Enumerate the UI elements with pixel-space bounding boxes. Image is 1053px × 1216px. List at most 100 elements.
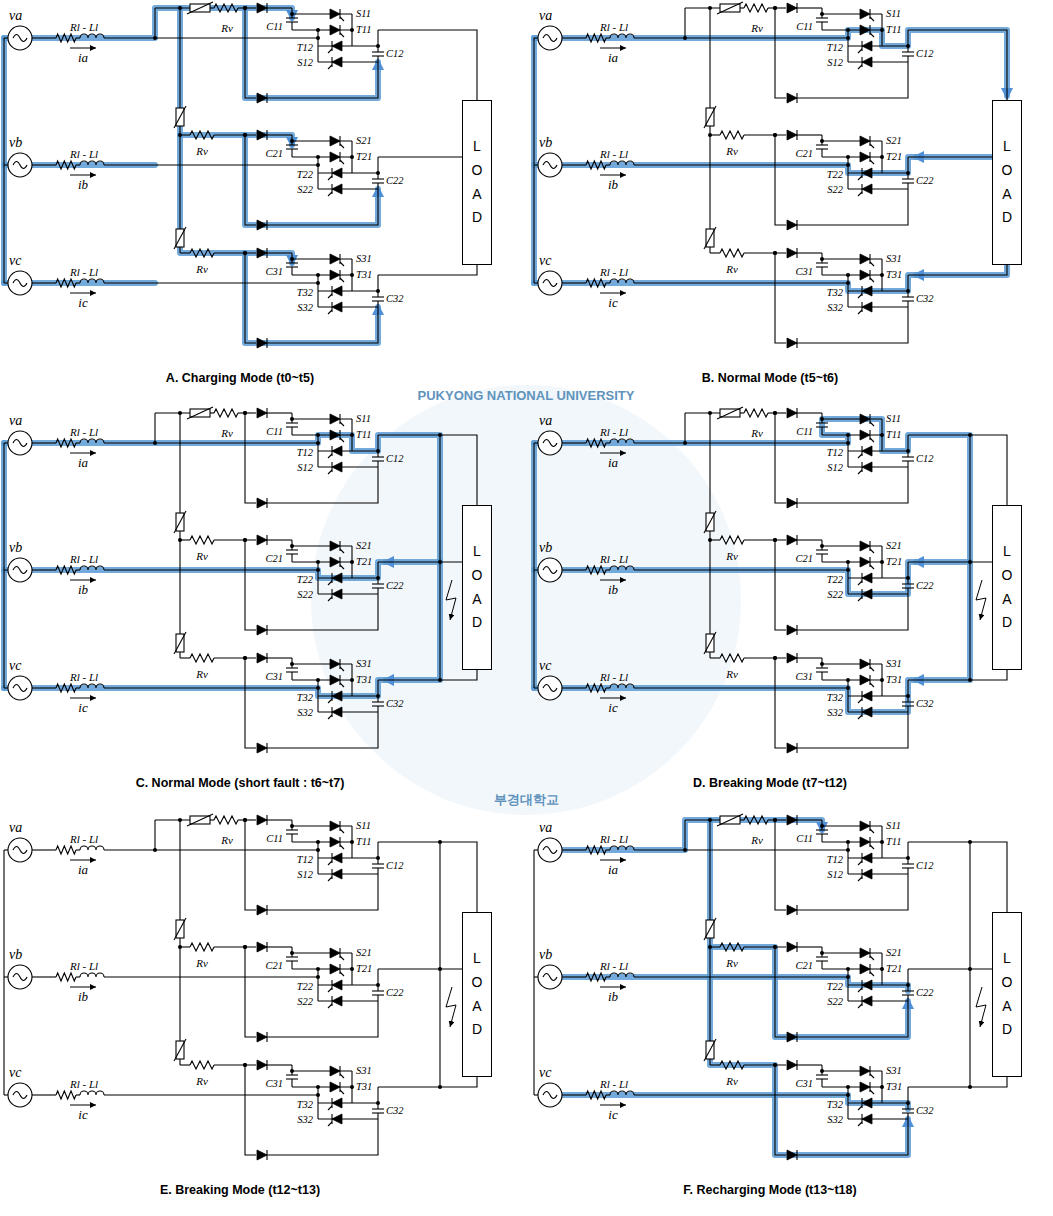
- junction-dot: [906, 1101, 910, 1105]
- current-path: [4, 435, 440, 562]
- capacitor-symbol: [286, 144, 298, 145]
- thyristor-gate: [870, 144, 874, 148]
- impedance-label: Rl - Ll: [600, 960, 628, 973]
- current-path: [1, 443, 7, 688]
- capacitor-symbol: [902, 300, 914, 301]
- wire: [292, 663, 352, 664]
- wire: [292, 952, 352, 953]
- wire: [775, 135, 786, 225]
- wire: [848, 61, 908, 62]
- wire: [32, 849, 56, 850]
- load-wire: [908, 561, 992, 562]
- thyristor-label: S31: [356, 658, 372, 670]
- wire: [709, 413, 710, 513]
- impedance-label: Rl - Ll: [600, 1078, 628, 1091]
- varistor-symbol: [717, 2, 743, 14]
- thyristor-symbol: [332, 462, 342, 472]
- panel-caption: F. Recharging Mode (t13~t18): [683, 1183, 856, 1197]
- thyristor-label: S31: [356, 253, 372, 265]
- thyristor-gate: [328, 581, 332, 585]
- thyristor-symbol: [862, 707, 872, 717]
- diode-symbol: [257, 498, 267, 508]
- thyristor-gate: [328, 861, 332, 865]
- thyristor-symbol: [332, 589, 342, 599]
- capacitor-label: C21: [265, 960, 283, 972]
- wire: [606, 569, 610, 570]
- current-label: ia: [608, 456, 618, 471]
- resistor-label: Rv: [221, 427, 233, 440]
- ac-source-symbol: [8, 965, 32, 989]
- junction-dot: [773, 538, 777, 542]
- thyristor-label: S21: [886, 540, 902, 552]
- diode-symbol: [257, 408, 267, 418]
- capacitor-symbol: [816, 1074, 828, 1075]
- wire: [155, 7, 190, 8]
- ac-source-symbol: [13, 162, 27, 169]
- wire: [562, 164, 586, 165]
- junction-dot: [350, 155, 354, 159]
- source-label: va: [9, 413, 22, 429]
- wire: [821, 22, 822, 30]
- resistor-symbol: [720, 249, 744, 257]
- capacitor-label: C12: [386, 860, 404, 872]
- wire: [562, 37, 586, 38]
- thyristor-label: S12: [297, 57, 313, 69]
- capacitor-label: C31: [795, 671, 813, 683]
- wire: [821, 267, 822, 275]
- junction-dot: [906, 289, 910, 293]
- thyristor-gate: [340, 845, 344, 849]
- thyristor-symbol: [862, 462, 872, 472]
- load-box: LOAD: [992, 100, 1022, 265]
- thyristor-label: T11: [356, 24, 372, 36]
- diode-symbol: [787, 653, 797, 663]
- inductor-symbol: [80, 161, 104, 165]
- thyristor-gate: [858, 988, 862, 992]
- inductor-symbol: [610, 846, 634, 850]
- wire: [180, 657, 190, 658]
- wire: [180, 252, 190, 253]
- thyristor-label: T21: [886, 556, 902, 568]
- junction-dot: [243, 133, 247, 137]
- current-label: ic: [608, 701, 617, 716]
- thyristor-gate: [328, 454, 332, 458]
- current-arrow: [600, 1105, 626, 1106]
- thyristor-symbol: [330, 430, 340, 440]
- wire: [822, 13, 882, 14]
- wire: [318, 1000, 378, 1001]
- wire: [562, 976, 586, 977]
- load-wire: [908, 435, 1007, 505]
- varistor-symbol: [187, 814, 213, 826]
- junction-dot: [846, 678, 850, 682]
- thyristor-symbol: [862, 41, 872, 51]
- source-label: vb: [539, 540, 552, 556]
- wire: [210, 7, 214, 8]
- wire: [266, 868, 378, 910]
- junction-dot: [880, 273, 884, 277]
- thyristor-gate: [340, 144, 344, 148]
- source-label: vc: [539, 1065, 551, 1081]
- wire: [710, 657, 720, 658]
- thyristor-gate: [858, 454, 862, 458]
- thyristor-symbol: [332, 573, 342, 583]
- junction-dot: [880, 967, 884, 971]
- diode-symbol: [787, 942, 797, 952]
- capacitor-symbol: [816, 422, 828, 423]
- wire: [822, 1086, 882, 1087]
- thyristor-symbol: [332, 168, 342, 178]
- ac-source-symbol: [538, 965, 562, 989]
- junction-dot: [846, 441, 850, 445]
- wire: [318, 984, 378, 985]
- thyristor-gate: [858, 1106, 862, 1110]
- junction-dot: [316, 163, 320, 167]
- wire: [634, 442, 848, 443]
- wire: [685, 412, 720, 413]
- thyristor-gate: [858, 65, 862, 69]
- junction-dot: [820, 1069, 824, 1073]
- thyristor-gate: [328, 470, 332, 474]
- junction-dot: [376, 983, 380, 987]
- ac-source-symbol: [538, 1083, 562, 1107]
- thyristor-symbol: [862, 184, 872, 194]
- thyristor-gate: [340, 160, 344, 164]
- capacitor-label: C12: [916, 453, 934, 465]
- inductor-symbol: [80, 279, 104, 283]
